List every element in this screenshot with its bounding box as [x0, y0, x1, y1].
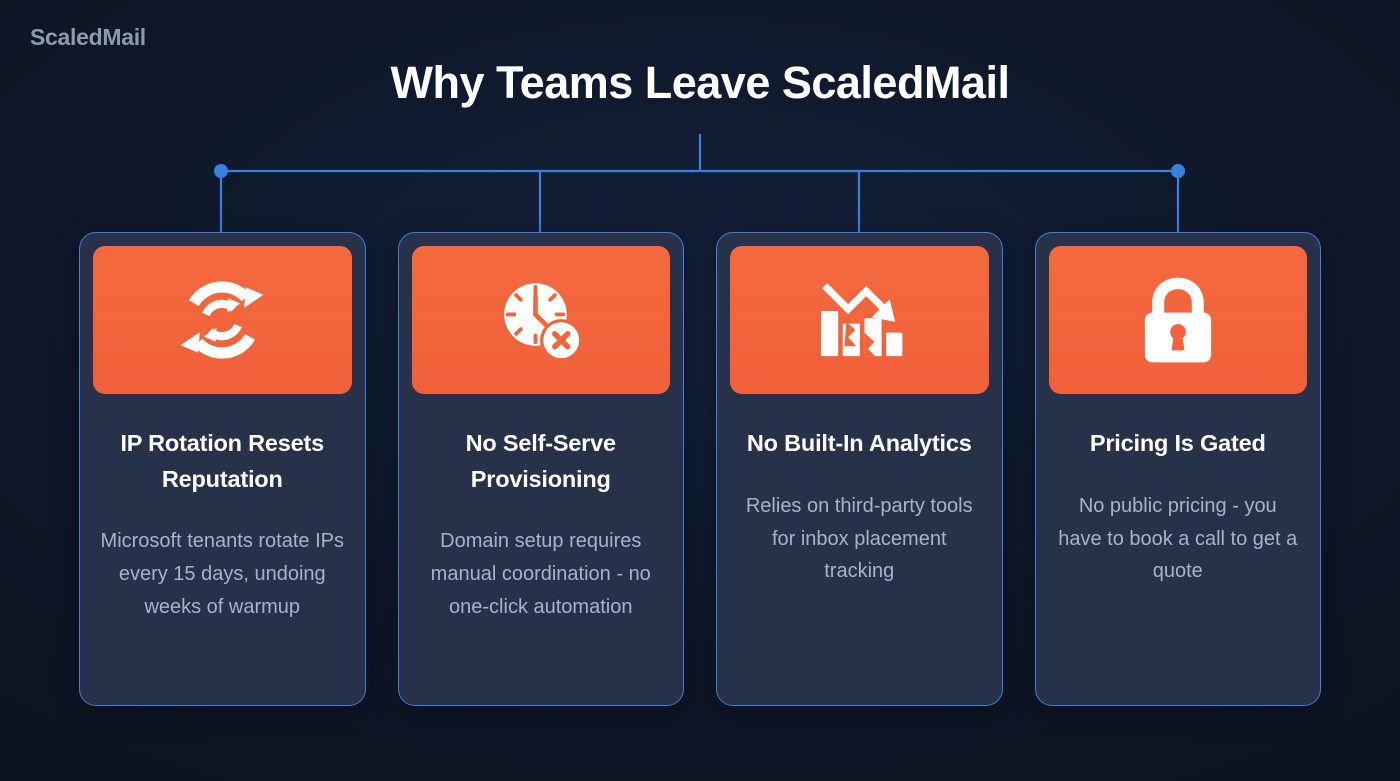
card-description: Microsoft tenants rotate IPs every 15 da… [100, 530, 344, 619]
brand-logo: ScaledMail [30, 24, 170, 59]
connector-dot-left [214, 164, 228, 178]
card-ip-rotation[interactable]: IP Rotation Resets Reputation Microsoft … [79, 232, 366, 706]
card-pricing-is-gated[interactable]: Pricing Is Gated No public pricing - you… [1034, 232, 1321, 706]
page-title: Why Teams Leave ScaledMail [390, 57, 1010, 108]
card-title: No Built-In Analytics [746, 430, 972, 456]
rotate-arrows-icon [176, 274, 268, 366]
card-no-built-in-analytics[interactable]: No Built-In Analytics Relies on third-pa… [716, 232, 1003, 706]
clock-x-icon [495, 274, 587, 366]
card-description: Domain setup requires manual coordinatio… [430, 530, 651, 619]
brand-logo-text: ScaledMail [30, 24, 146, 50]
card-title: IP Rotation Resets Reputation [120, 430, 325, 492]
card-icon-container [411, 246, 670, 394]
card-title: Pricing Is Gated [1089, 430, 1266, 456]
card-icon-container [730, 246, 989, 394]
lock-icon [1136, 274, 1220, 366]
card-description: Relies on third-party tools for inbox pl… [745, 494, 973, 583]
card-description: No public pricing - you have to book a c… [1058, 494, 1298, 583]
card-icon-container [93, 246, 352, 394]
card-no-self-serve-provisioning[interactable]: No Self-Serve Provisioning Domain setup … [397, 232, 684, 706]
card-icon-container [1048, 246, 1307, 394]
connector-dot-right [1171, 164, 1185, 178]
declining-bar-chart-icon [812, 276, 906, 364]
card-row: IP Rotation Resets Reputation Microsoft … [79, 232, 1321, 706]
card-title: No Self-Serve Provisioning [465, 430, 616, 492]
